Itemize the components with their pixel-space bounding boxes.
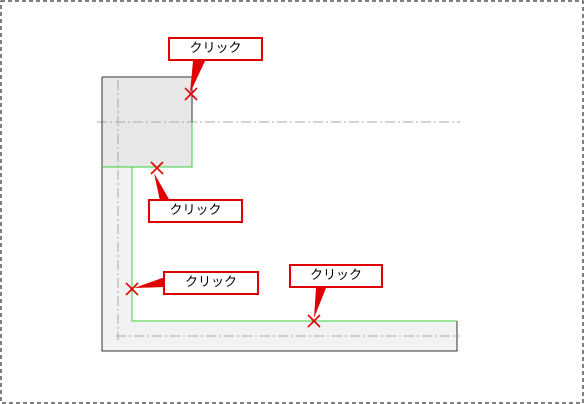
- callout-label-middle-left: クリック: [148, 199, 243, 223]
- cross-mark-icon: [125, 282, 139, 296]
- callout-pointer-4: [314, 288, 326, 318]
- selection-line-inner: [131, 167, 457, 322]
- callout-pointer-1: [190, 61, 205, 93]
- callout-pointer-2: [154, 173, 170, 201]
- cross-mark-icon: [150, 161, 164, 175]
- cross-mark-icon: [184, 87, 198, 101]
- callout-label-lower-left: クリック: [163, 271, 259, 295]
- cross-mark-icon: [307, 314, 321, 328]
- callout-label-top: クリック: [168, 37, 263, 61]
- callout-pointer-3: [134, 277, 165, 288]
- callout-label-bottom: クリック: [289, 264, 383, 288]
- l-shape-arm-fill: [102, 167, 457, 351]
